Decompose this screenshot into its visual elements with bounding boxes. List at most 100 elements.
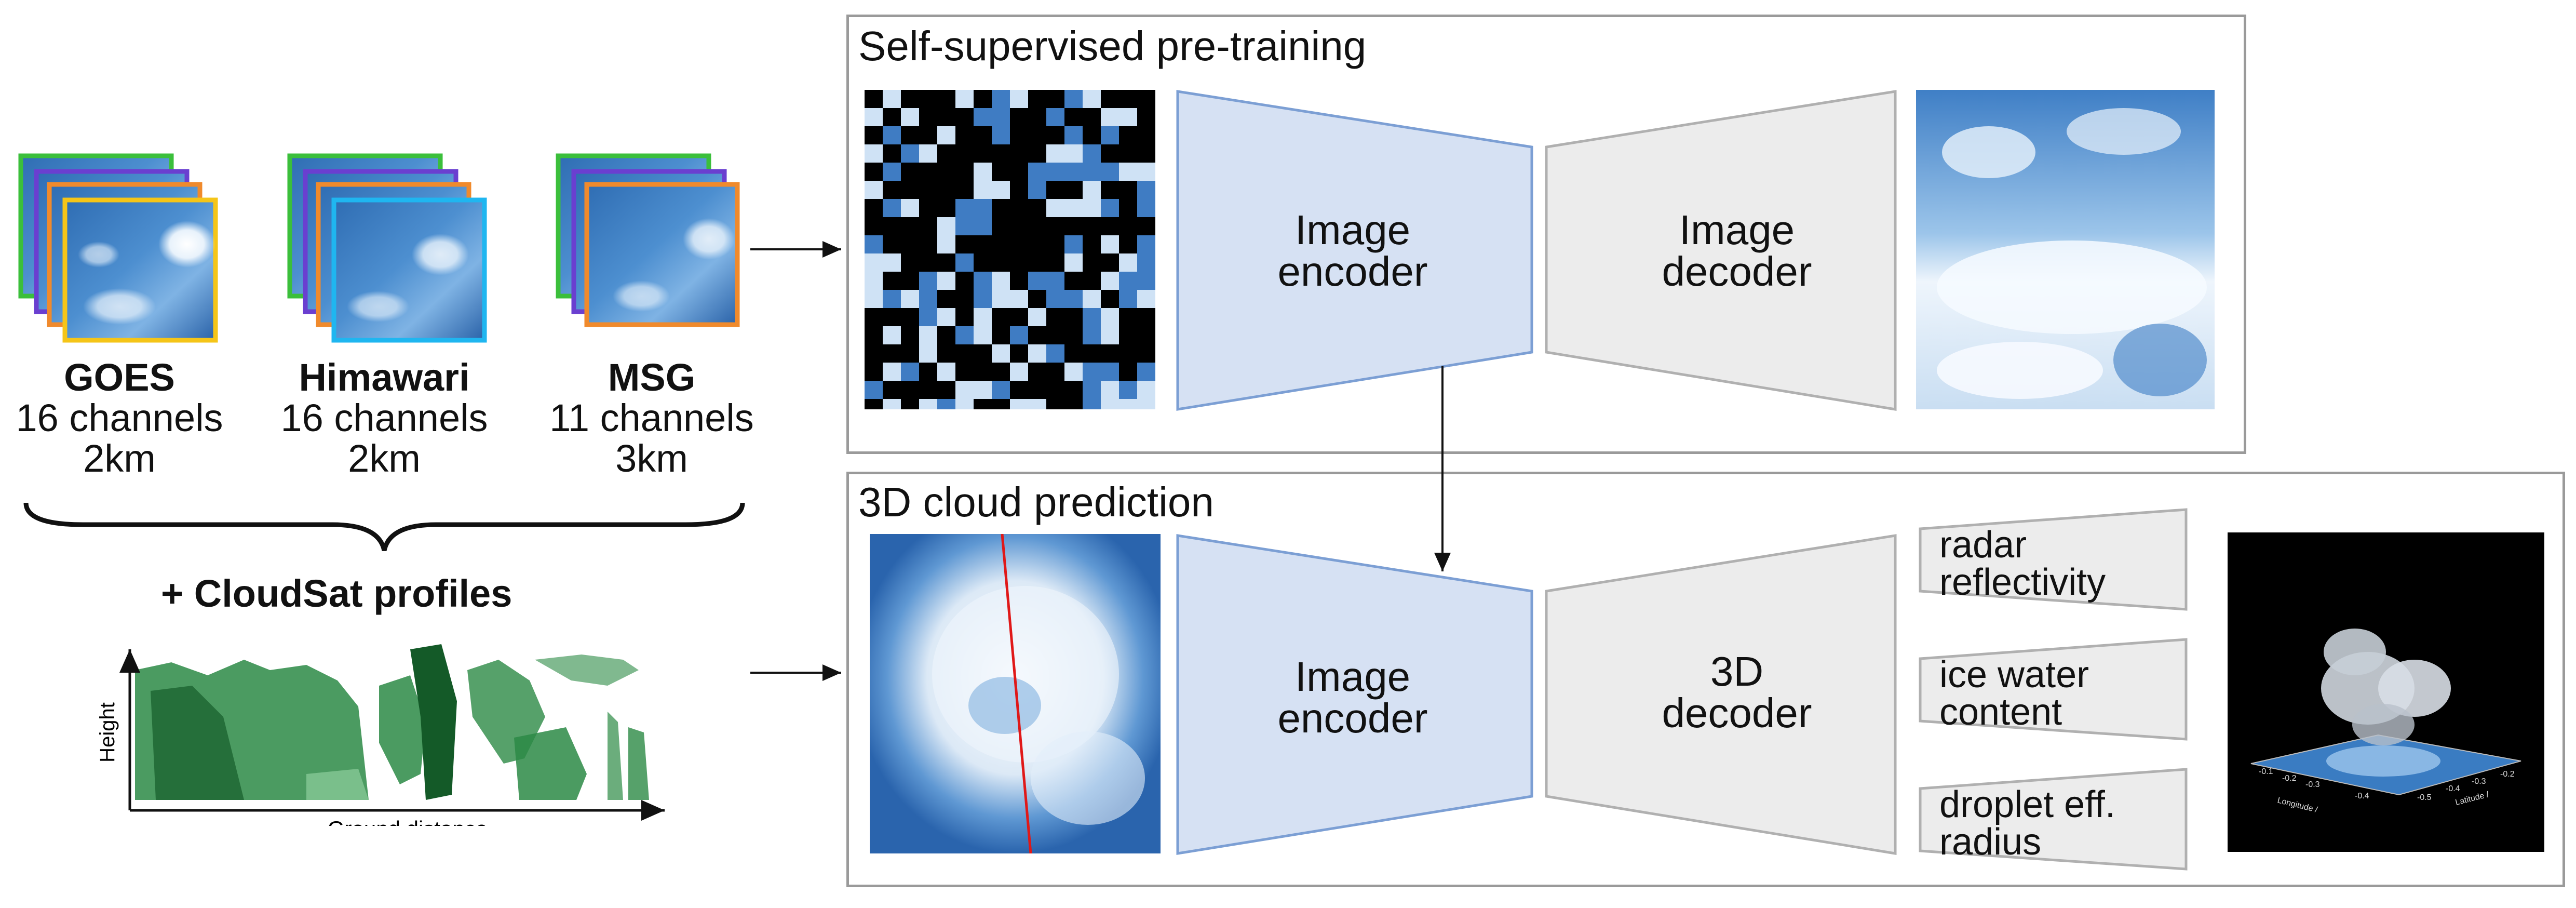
mask-patch <box>974 163 992 181</box>
mask-patch <box>974 199 992 217</box>
mask-patch <box>883 399 901 409</box>
mask-patch <box>901 108 919 126</box>
mask-patch <box>1010 199 1028 217</box>
mask-patch <box>1083 217 1101 235</box>
mask-patch <box>919 181 937 199</box>
mask-patches <box>865 90 1155 409</box>
mask-patch <box>1010 290 1028 308</box>
mask-patch <box>1064 272 1083 290</box>
mask-patch <box>1119 272 1137 290</box>
mask-patch <box>992 308 1010 326</box>
mask-patch <box>955 144 974 163</box>
mask-patch <box>1046 144 1064 163</box>
mask-patch <box>955 126 974 144</box>
output-ice-line1: ice water <box>1939 654 2089 696</box>
mask-patch <box>901 344 919 363</box>
mask-patch <box>1046 253 1064 272</box>
mask-patch <box>955 199 974 217</box>
masked-input-image <box>865 90 1155 409</box>
mask-patch <box>1010 253 1028 272</box>
goes-label: GOES 16 channels 2km <box>0 357 239 479</box>
msg-resolution: 3km <box>615 437 688 480</box>
cloudsat-y-axis-label: Height <box>96 702 119 763</box>
pretraining-title: Self-supervised pre-training <box>858 23 1367 69</box>
mask-patch <box>992 326 1010 344</box>
output-droplet-label: droplet eff. radius <box>1939 786 2115 861</box>
output-head-radar <box>1919 508 2188 611</box>
mask-patch <box>1137 399 1155 409</box>
mask-patch <box>919 235 937 253</box>
mask-patch <box>865 199 883 217</box>
mask-patch <box>992 235 1010 253</box>
arrow-to-prediction <box>750 664 841 681</box>
mask-patch <box>865 163 883 181</box>
mask-patch <box>1010 363 1028 381</box>
mask-patch <box>974 290 992 308</box>
mask-patch <box>1083 90 1101 108</box>
cloudsat-profile-plot: Height Ground distance <box>96 644 665 826</box>
mask-patch <box>865 253 883 272</box>
mask-patch <box>865 381 883 399</box>
mask-patch <box>992 181 1010 199</box>
mask-patch <box>1046 90 1064 108</box>
mask-patch <box>974 308 992 326</box>
mask-patch <box>883 253 901 272</box>
mask-patch <box>974 253 992 272</box>
mask-patch <box>937 272 955 290</box>
mask-patch <box>1046 163 1064 181</box>
mask-patch <box>901 217 919 235</box>
mask-patch <box>919 326 937 344</box>
mask-patch <box>865 399 883 409</box>
mask-patch <box>901 199 919 217</box>
grouping-brace <box>23 502 745 552</box>
mask-patch <box>1064 326 1083 344</box>
mask-patch <box>1046 181 1064 199</box>
prediction-encoder-line2: encoder <box>1277 695 1428 741</box>
pretraining-decoder-line2: decoder <box>1662 248 1812 295</box>
mask-patch <box>865 144 883 163</box>
mask-patch <box>937 199 955 217</box>
mask-patch <box>1028 217 1046 235</box>
mask-patch <box>937 90 955 108</box>
mask-patch <box>1119 199 1137 217</box>
mask-patch <box>1119 217 1137 235</box>
mask-patch <box>1083 126 1101 144</box>
mask-patch <box>992 290 1010 308</box>
pretraining-encoder-shape <box>1176 90 1533 411</box>
mask-patch <box>1137 217 1155 235</box>
mask-patch <box>1083 326 1101 344</box>
mask-patch <box>919 144 937 163</box>
mask-patch <box>1046 108 1064 126</box>
mask-patch <box>865 181 883 199</box>
mask-patch <box>992 126 1010 144</box>
mask-patch <box>919 363 937 381</box>
mask-patch <box>919 126 937 144</box>
mask-patch <box>1137 290 1155 308</box>
mask-patch <box>1101 272 1119 290</box>
mask-patch <box>1101 217 1119 235</box>
mask-patch <box>937 326 955 344</box>
mask-patch <box>883 217 901 235</box>
mask-patch <box>1010 344 1028 363</box>
mask-patch <box>1137 144 1155 163</box>
mask-patch <box>1064 126 1083 144</box>
mask-patch <box>1028 181 1046 199</box>
mask-patch <box>1119 253 1137 272</box>
mask-patch <box>955 363 974 381</box>
mask-patch <box>937 344 955 363</box>
mask-patch <box>1010 381 1028 399</box>
mask-patch <box>955 181 974 199</box>
mask-patch <box>1137 308 1155 326</box>
plot3d-ytick-2: -0.3 <box>2472 777 2486 786</box>
mask-patch <box>1046 363 1064 381</box>
mask-patch <box>1064 363 1083 381</box>
mask-patch <box>1010 235 1028 253</box>
goes-channels: 16 channels <box>16 396 223 439</box>
storm-input-image <box>870 534 1161 853</box>
mask-patch <box>1101 308 1119 326</box>
mask-patch <box>1083 235 1101 253</box>
output-droplet-line2: radius <box>1939 821 2042 863</box>
mask-patch <box>1028 108 1046 126</box>
pretraining-decoder-label: Image decoder <box>1597 209 1877 292</box>
cloudsat-x-axis-label: Ground distance <box>328 817 488 826</box>
